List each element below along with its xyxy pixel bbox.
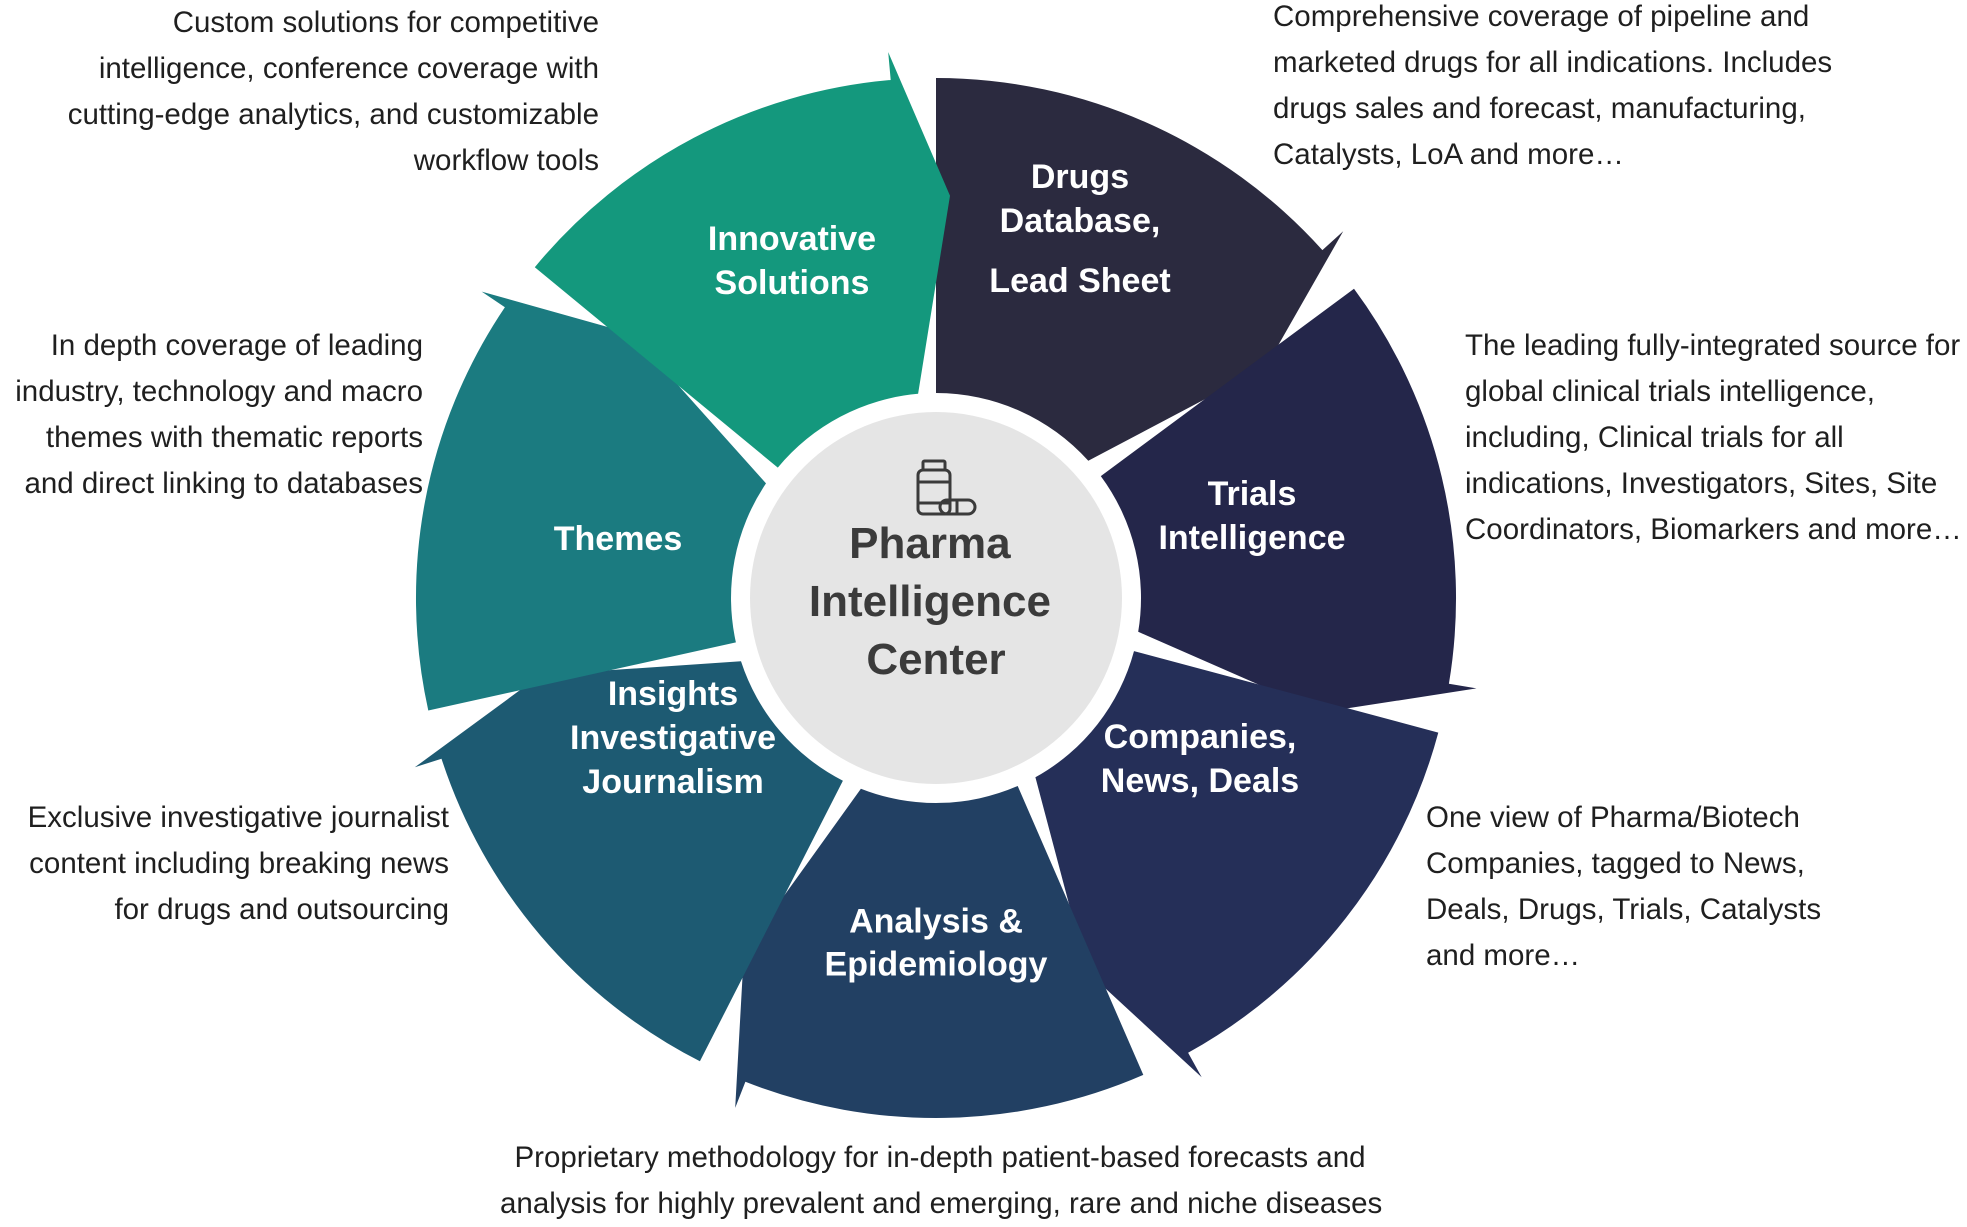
hub-title-line: Pharma <box>849 519 1011 568</box>
segment-label-line: Companies, <box>1104 718 1297 756</box>
description-line: for drugs and outsourcing <box>114 893 449 926</box>
companies-news-deals-description: One view of Pharma/Biotech Companies, ta… <box>1426 795 1821 979</box>
segment-label-line: Trials <box>1208 475 1297 513</box>
description-line: and more… <box>1426 939 1581 972</box>
segment-label-companies: Companies, News, Deals <box>1101 718 1299 800</box>
description-line: workflow tools <box>413 144 599 177</box>
description-line: drugs sales and forecast, manufacturing, <box>1273 92 1806 125</box>
insights-description: Exclusive investigative journalist conte… <box>28 795 449 933</box>
description-line: global clinical trials intelligence, <box>1465 375 1875 408</box>
description-line: themes with thematic reports <box>45 421 423 454</box>
segment-insights <box>414 661 843 1062</box>
segment-label-line: Investigative <box>570 719 776 757</box>
segment-label-line: Solutions <box>715 264 870 302</box>
description-line: analysis for highly prevalent and emergi… <box>500 1187 1383 1220</box>
analysis-epidemiology-description: Proprietary methodology for in-depth pat… <box>500 1135 1383 1227</box>
segment-trials <box>1100 288 1477 713</box>
segment-label-line: Innovative <box>708 220 876 258</box>
description-line: The leading fully-integrated source for <box>1465 329 1961 362</box>
description-line: Custom solutions for competitive <box>172 6 599 39</box>
segment-companies <box>1035 651 1439 1078</box>
description-line: including, Clinical trials for all <box>1465 421 1844 454</box>
description-line: Proprietary methodology for in-depth pat… <box>514 1141 1366 1174</box>
segment-label-line: Epidemiology <box>825 946 1048 984</box>
description-line: industry, technology and macro <box>15 375 423 408</box>
innovative-solutions-description: Custom solutions for competitive intelli… <box>68 0 599 184</box>
segment-label-line: Insights <box>608 675 738 713</box>
description-line: Coordinators, Biomarkers and more… <box>1465 513 1962 546</box>
segment-label-themes: Themes <box>554 520 683 558</box>
segment-label-line: Themes <box>554 520 683 558</box>
description-line: intelligence, conference coverage with <box>98 52 599 85</box>
themes-description: In depth coverage of leading industry, t… <box>15 323 423 507</box>
hub-circle <box>750 412 1122 784</box>
center-hub: Pharma Intelligence Center <box>750 412 1122 784</box>
description-line: One view of Pharma/Biotech <box>1426 801 1800 834</box>
segment-innovative <box>534 52 950 468</box>
description-line: content including breaking news <box>29 847 449 880</box>
description-line: Exclusive investigative journalist <box>27 801 449 834</box>
description-line: cutting-edge analytics, and customizable <box>67 98 599 131</box>
description-line: Comprehensive coverage of pipeline and <box>1273 0 1810 33</box>
description-line: Companies, tagged to News, <box>1426 847 1805 880</box>
description-line: Catalysts, LoA and more… <box>1273 138 1624 171</box>
medicine-bottle-and-pill-icon <box>916 459 977 516</box>
segment-label-line: News, Deals <box>1101 762 1299 800</box>
description-line: In depth coverage of leading <box>50 329 423 362</box>
segment-label-line: Lead Sheet <box>989 262 1170 300</box>
segment-label-line: Drugs <box>1031 158 1129 196</box>
segment-label-line: Analysis & <box>849 903 1023 941</box>
segment-themes <box>415 291 766 711</box>
description-line: indications, Investigators, Sites, Site <box>1465 467 1938 500</box>
hub-title-line: Intelligence <box>809 577 1051 626</box>
trials-intelligence-description: The leading fully-integrated source for … <box>1465 323 1962 553</box>
segment-label-line: Intelligence <box>1158 519 1345 557</box>
description-line: and direct linking to databases <box>24 467 423 500</box>
segment-drugs <box>936 78 1344 461</box>
segment-label-analysis: Analysis & Epidemiology <box>825 903 1048 984</box>
hub-title: Pharma Intelligence Center <box>809 519 1063 684</box>
description-line: marketed drugs for all indications. Incl… <box>1273 46 1833 79</box>
segment-label-line: Journalism <box>582 763 763 801</box>
hub-title-line: Center <box>866 635 1005 684</box>
segment-analysis <box>735 786 1144 1118</box>
description-line: Deals, Drugs, Trials, Catalysts <box>1426 893 1822 926</box>
segment-label-line: Database, <box>1000 202 1161 240</box>
drugs-database-description: Comprehensive coverage of pipeline and m… <box>1273 0 1832 178</box>
